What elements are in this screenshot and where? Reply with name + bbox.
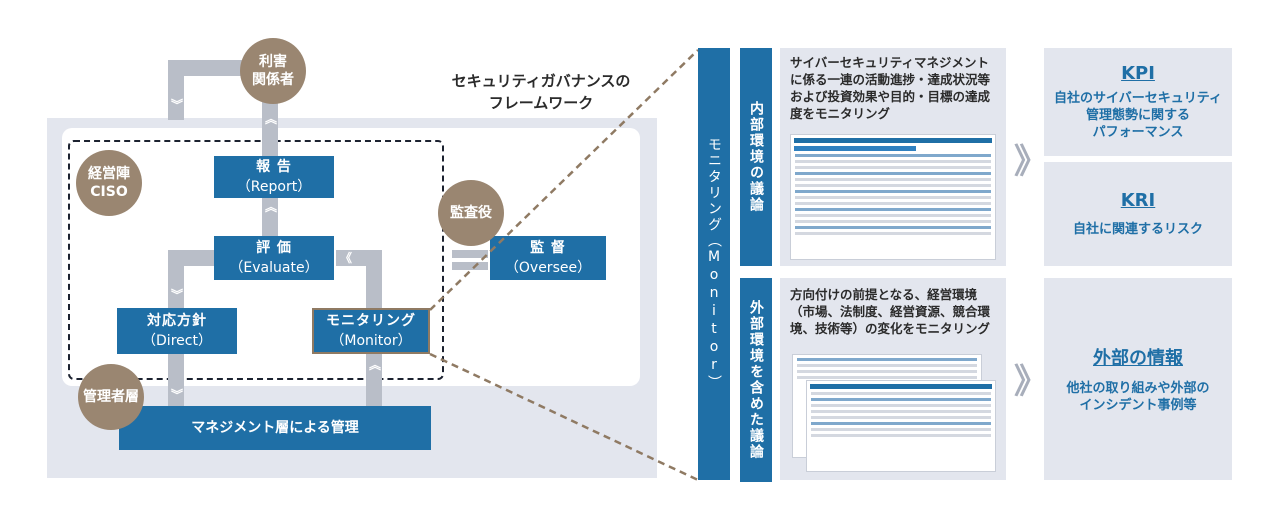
external-text: 方向付けの前提となる、経営環境（市場、法制度、経営資源、競合環境、技術等）の変化… <box>790 287 991 336</box>
external-info-title: 外部の情報 <box>1093 348 1183 369</box>
chevron-right-icon: 》 <box>1014 142 1048 182</box>
chevron-right-icon: 》 <box>1014 362 1048 402</box>
direct-label: 対応方針 <box>147 313 207 329</box>
kri-title: KRI <box>1120 190 1156 211</box>
kpi-desc-3: パフォーマンス <box>1092 125 1184 140</box>
external-info-desc-1: 他社の取り組みや外部の <box>1066 381 1210 396</box>
chevron-left-icon: 《 <box>340 251 353 265</box>
kpi-report-thumbnail <box>790 134 996 260</box>
kri-desc: 自社に関連するリスク <box>1072 222 1203 237</box>
chevron-up-icon: ︽ <box>265 200 278 214</box>
auditor-avatar: 監査役 <box>438 180 504 246</box>
monitor-sub: （Monitor） <box>330 333 412 349</box>
arrow-evaluate-up <box>262 198 278 236</box>
evaluate-sub: （Evaluate） <box>229 260 319 276</box>
managers-label: 管理者層 <box>83 389 139 405</box>
external-label-column: 外部環境を含めた議論 <box>740 278 772 482</box>
chevron-up-icon: ︽ <box>265 112 278 126</box>
report-box: 報 告 （Report） <box>214 156 334 198</box>
ciso-avatar: 経営陣 CISO <box>76 150 142 216</box>
report-label: 報 告 <box>256 159 292 175</box>
managers-avatar: 管理者層 <box>78 364 144 430</box>
chevron-up-icon: ︽ <box>369 358 382 372</box>
arrow-stakeholder-horizontal <box>168 60 248 76</box>
monitor-column-label: モニタリング（Monitor） <box>706 137 722 391</box>
ciso-line-1: 経営陣 <box>88 166 130 182</box>
external-info-desc: 他社の取り組みや外部の インシデント事例等 <box>1066 380 1209 414</box>
governance-dashed-border <box>68 140 444 380</box>
internal-text: サイバーセキュリティマネジメントに係る一連の活動進捗・達成状況等および投資効果や… <box>790 55 991 121</box>
internal-label: 内部環境の議論 <box>748 101 764 213</box>
arrow-management-to-monitor <box>366 354 382 406</box>
arrow-oversee-left <box>452 250 488 258</box>
arrow-oversee-left-2 <box>452 262 488 270</box>
arrow-monitor-up <box>366 250 382 308</box>
external-info-desc-2: インシデント事例等 <box>1079 398 1197 413</box>
framework-title-line-2: フレームワーク <box>488 94 594 112</box>
oversee-box: 監 督 （Oversee） <box>490 236 606 280</box>
framework-title: セキュリティガバナンスの フレームワーク <box>436 70 646 114</box>
stakeholder-line-1: 利害 <box>259 54 287 70</box>
oversee-sub: （Oversee） <box>504 260 592 276</box>
direct-sub: （Direct） <box>142 333 212 349</box>
ciso-line-2: CISO <box>90 184 128 200</box>
kpi-desc-1: 自社のサイバーセキュリティ <box>1054 91 1222 106</box>
management-box: マネジメント層による管理 <box>119 406 431 450</box>
arrow-direct-to-management <box>168 354 184 406</box>
arrow-stakeholder-down <box>168 60 184 120</box>
external-info-card: 外部の情報 他社の取り組みや外部の インシデント事例等 <box>1044 278 1232 480</box>
monitor-column: モニタリング（Monitor） <box>698 48 730 480</box>
kpi-title: KPI <box>1121 63 1155 84</box>
chevron-down-icon: ︾ <box>171 288 184 302</box>
internal-label-column: 内部環境の議論 <box>740 48 772 266</box>
evaluate-label: 評 価 <box>256 240 292 256</box>
stakeholder-avatar: 利害関係者 <box>240 38 306 104</box>
monitor-box: モニタリング （Monitor） <box>312 308 430 354</box>
monitor-label: モニタリング <box>326 313 416 329</box>
auditor-label: 監査役 <box>450 205 492 221</box>
external-label: 外部環境を含めた議論 <box>748 300 764 460</box>
management-label: マネジメント層による管理 <box>191 420 359 436</box>
kri-card: KRI 自社に関連するリスク <box>1044 162 1232 266</box>
direct-box: 対応方針 （Direct） <box>117 308 237 354</box>
chevron-down-icon: ︾ <box>171 388 184 402</box>
evaluate-box: 評 価 （Evaluate） <box>214 236 334 280</box>
arrow-report-up <box>262 100 278 156</box>
kpi-desc: 自社のサイバーセキュリティ 管理態勢に関する パフォーマンス <box>1054 90 1222 141</box>
zoom-line-bottom <box>429 352 699 482</box>
framework-title-line-1: セキュリティガバナンスの <box>451 72 631 90</box>
report-sub: （Report） <box>236 179 312 195</box>
arrow-direct-down <box>168 250 184 308</box>
chevron-down-icon: ︾ <box>171 98 184 112</box>
stakeholder-line-2: 関係者 <box>252 72 294 88</box>
oversee-label: 監 督 <box>530 240 566 256</box>
zoom-line-top <box>429 49 699 311</box>
external-report-thumbnail-front <box>806 380 996 472</box>
kpi-desc-2: 管理態勢に関する <box>1085 108 1190 123</box>
kpi-card: KPI 自社のサイバーセキュリティ 管理態勢に関する パフォーマンス <box>1044 48 1232 156</box>
